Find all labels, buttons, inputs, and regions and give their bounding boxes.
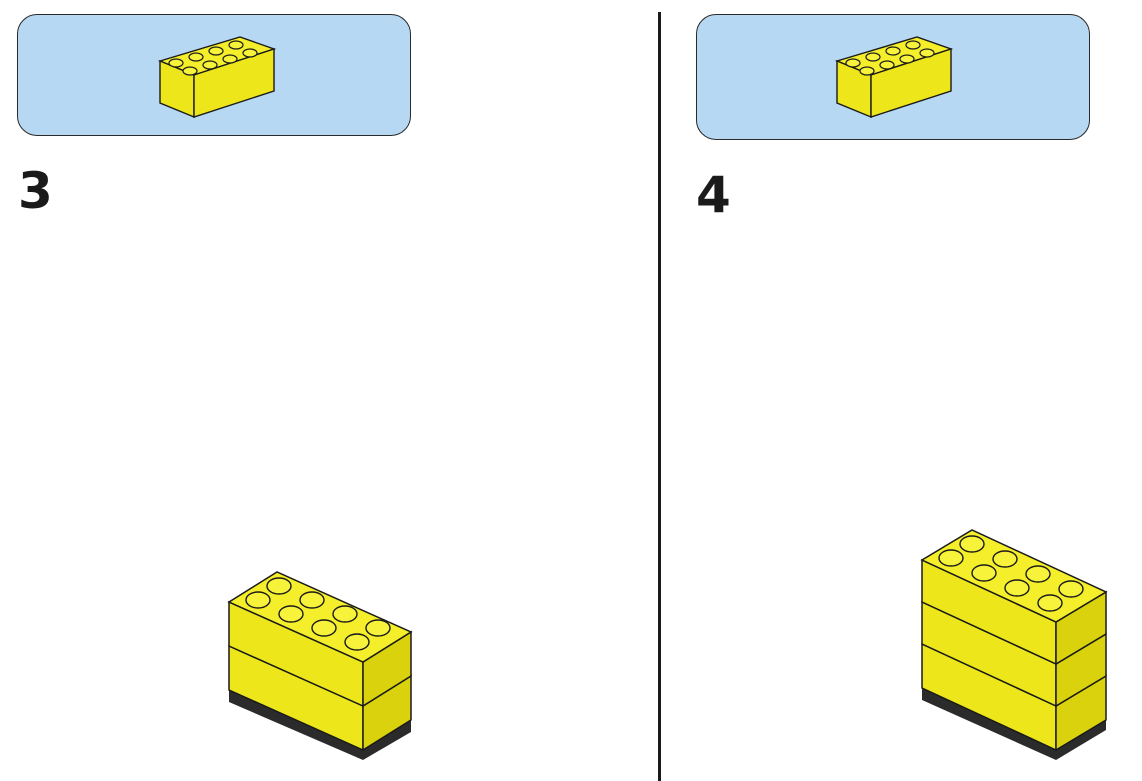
assembled-model-step-4	[920, 529, 1108, 760]
assembled-model-step-3	[227, 571, 413, 760]
parts-callout-step-4	[696, 14, 1090, 140]
brick-2x4-icon	[157, 36, 277, 119]
brick-2x4-icon	[834, 36, 954, 119]
parts-callout-step-3	[17, 14, 411, 136]
page-divider	[658, 12, 661, 781]
step-number: 4	[696, 166, 731, 224]
step-number: 3	[18, 162, 53, 220]
studs	[245, 577, 391, 651]
studs	[938, 535, 1084, 612]
